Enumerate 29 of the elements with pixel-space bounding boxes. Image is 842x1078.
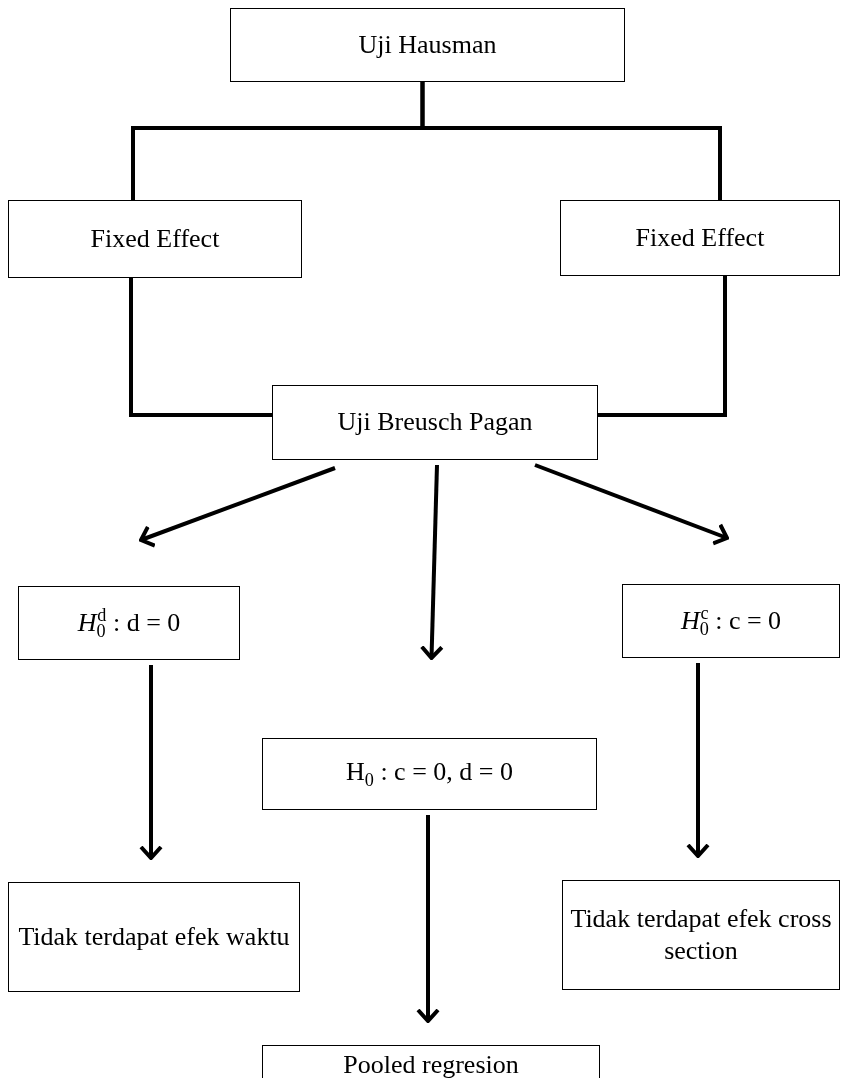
arrow bbox=[139, 466, 336, 548]
connector-line bbox=[598, 276, 727, 417]
process-box bbox=[18, 586, 240, 660]
box-label: H$_{0}$$^{d}$ : d = 0 bbox=[77, 603, 181, 643]
process-box bbox=[622, 584, 840, 658]
process-box bbox=[262, 738, 597, 810]
process-box bbox=[272, 385, 598, 460]
process-box bbox=[230, 8, 625, 82]
arrow bbox=[139, 665, 163, 860]
box-label: Uji Hausman bbox=[358, 28, 497, 61]
arrow bbox=[686, 663, 710, 858]
process-box bbox=[8, 200, 302, 278]
box-label: H$_{0}$$^{c}$ : c = 0 bbox=[680, 601, 782, 641]
arrow bbox=[419, 464, 444, 660]
box-label: H$_{0}$ : c = 0, d = 0 bbox=[346, 756, 513, 792]
box-label: Tidak terdapat efek waktu bbox=[18, 920, 290, 953]
process-box bbox=[560, 200, 840, 276]
box-label: Tidak terdapat efek cross section bbox=[569, 902, 833, 967]
box-label: Fixed Effect bbox=[90, 222, 220, 255]
box-label: Fixed Effect bbox=[635, 221, 765, 254]
box-label: Uji Breusch Pagan bbox=[337, 406, 533, 439]
arrow bbox=[416, 815, 440, 1023]
process-box bbox=[562, 880, 840, 990]
box-label: Pooled regresion bbox=[343, 1048, 519, 1078]
connector-line bbox=[129, 278, 272, 417]
process-box bbox=[262, 1045, 600, 1078]
arrow bbox=[534, 463, 729, 546]
process-box bbox=[8, 882, 300, 992]
connector-line bbox=[420, 82, 722, 200]
